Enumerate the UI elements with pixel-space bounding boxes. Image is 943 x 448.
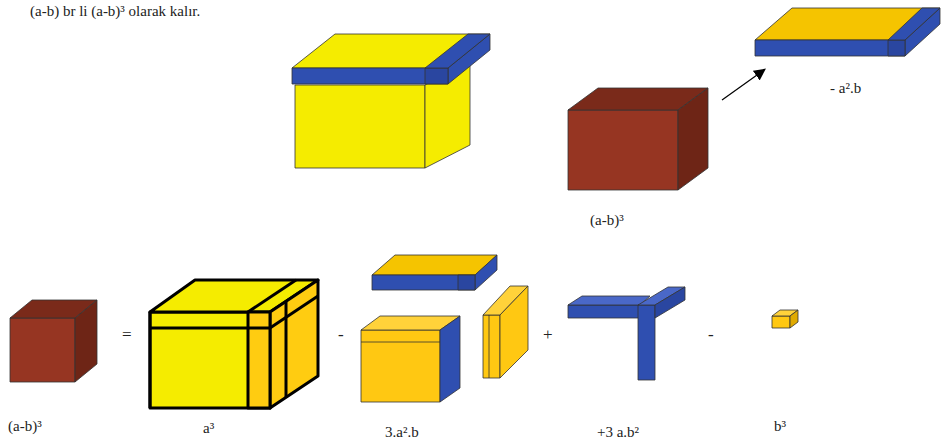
operator-sign: = — [122, 326, 132, 345]
term-label: a³ — [203, 420, 214, 437]
operator-sign: + — [543, 326, 553, 345]
term-label: 3.a².b — [385, 424, 419, 441]
term-label: +3 a.b² — [597, 424, 639, 441]
term-label: b³ — [774, 418, 786, 435]
operator-sign: - — [338, 326, 344, 345]
operator-sign: - — [708, 326, 714, 345]
cube-label: (a-b)³ — [8, 418, 42, 435]
cube-label: (a-b)³ — [590, 212, 624, 229]
heading-note: (a-b) br li (a-b)³ olarak kalır. — [30, 3, 200, 20]
slab-label: - a².b — [830, 80, 861, 97]
